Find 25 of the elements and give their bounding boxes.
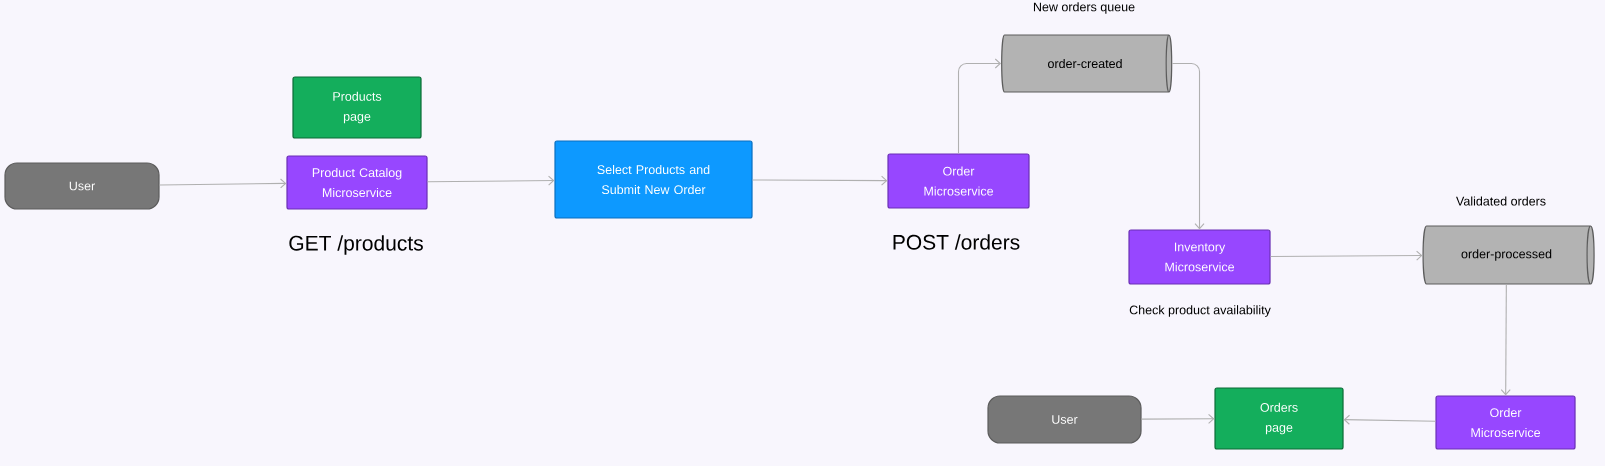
caption-text: New orders queue (1033, 2, 1135, 14)
route-label: POST /orders (893, 234, 1020, 250)
arrow (957, 58, 1002, 154)
service-box: Inventory Microservice (1128, 229, 1271, 285)
arrow (159, 178, 287, 189)
process-box: User (987, 395, 1142, 444)
route-label: GET /products (289, 235, 423, 255)
arrow (1171, 62, 1205, 230)
caption-text: Validated orders (1456, 196, 1546, 206)
arrow (1270, 250, 1423, 261)
service-box: Product Catalog Microservice (286, 155, 428, 210)
service-box: Order Microservice (1435, 395, 1576, 450)
queue-cylinder: order-processed (1422, 225, 1595, 285)
service-box: Order Microservice (887, 153, 1030, 209)
arrow (427, 175, 555, 186)
arrow (1343, 414, 1436, 425)
caption-text: Check product availability (1129, 305, 1271, 317)
arrow (1500, 284, 1511, 396)
action-box: Select Products and Submit New Order (554, 140, 753, 219)
arrow (752, 175, 888, 186)
queue-cylinder: order-created (1001, 34, 1173, 93)
page-box: Orders page (1214, 387, 1344, 450)
page-box: Products page (292, 76, 422, 139)
process-box: User (4, 162, 160, 210)
arrow (1141, 413, 1215, 424)
